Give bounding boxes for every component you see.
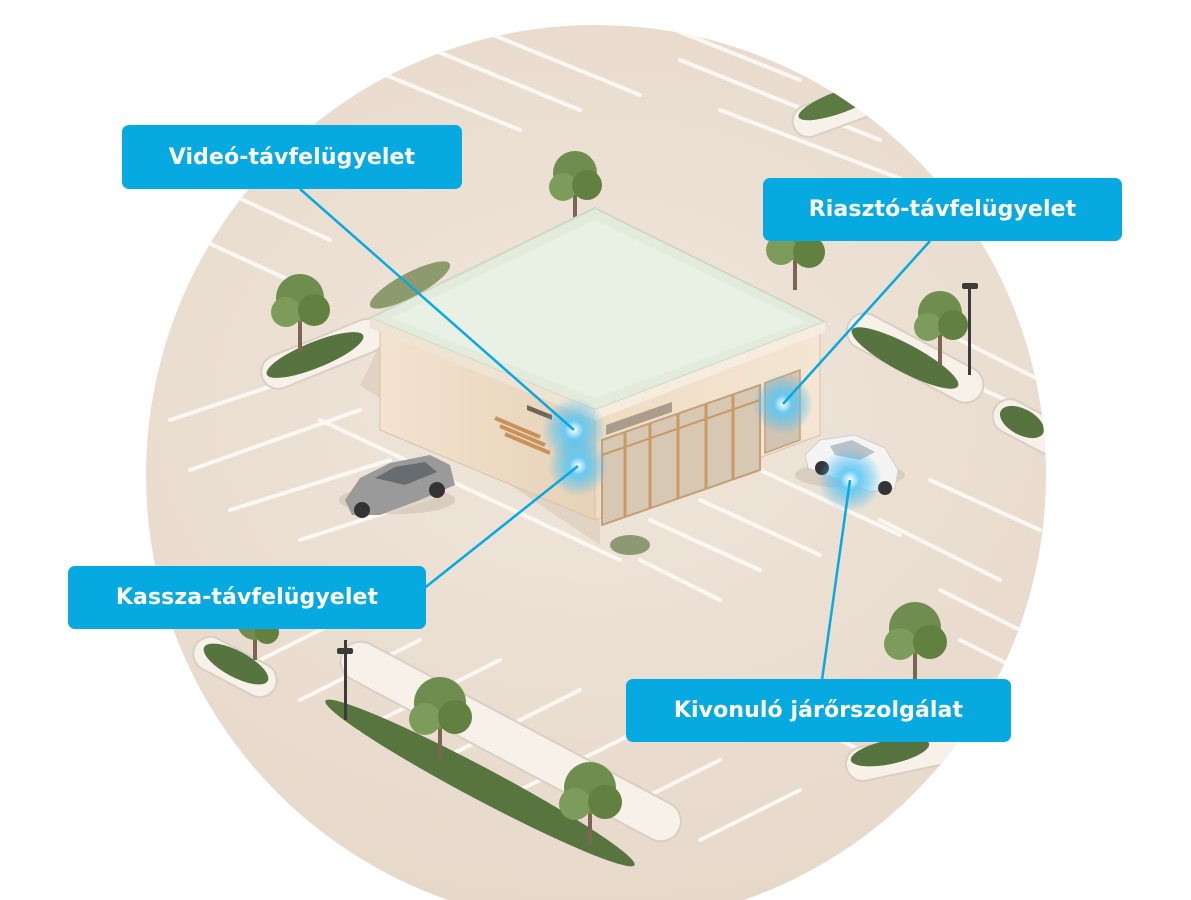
connector-lines	[299, 188, 931, 681]
callout-patrol-label: Kivonuló járőrszolgálat	[673, 698, 964, 723]
lamp-posts	[337, 283, 978, 720]
callout-alarm-label: Riasztó-távfelügyelet	[808, 197, 1077, 222]
callout-cash-monitoring: Kassza-távfelügyelet	[68, 566, 426, 629]
grey-car	[339, 455, 455, 518]
callout-patrol-service: Kivonuló járőrszolgálat	[626, 679, 1011, 742]
retail-building	[367, 206, 828, 527]
callout-alarm-monitoring: Riasztó-távfelügyelet	[763, 178, 1122, 241]
callout-video-label: Videó-távfelügyelet	[168, 144, 416, 170]
callout-video-monitoring: Videó-távfelügyelet	[122, 125, 462, 189]
callout-kassza-label: Kassza-távfelügyelet	[115, 585, 379, 610]
